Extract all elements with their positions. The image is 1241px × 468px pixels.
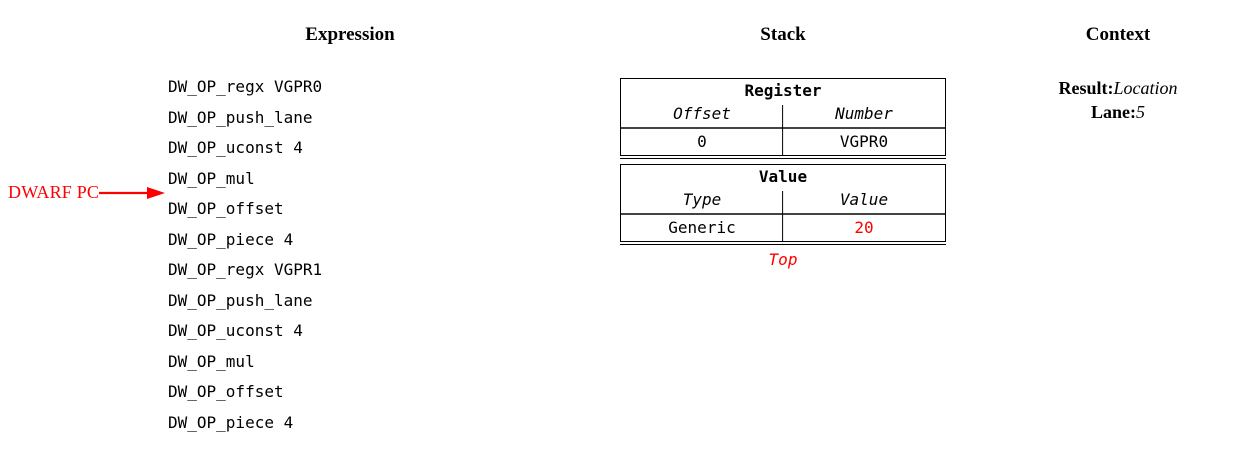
context-list: Result:Location Lane:5 — [1008, 76, 1228, 124]
expression-line: DW_OP_uconst 4 — [168, 138, 303, 158]
stack-frame-register: Register Offset Number 0 VGPR0 — [620, 78, 946, 156]
value-value: 20 — [854, 218, 874, 237]
stack-frame-column-headers: Type Value — [621, 187, 945, 213]
value-type: Generic — [668, 218, 736, 237]
column-heading-stack: Stack — [760, 24, 806, 45]
expression-line: DW_OP_mul — [168, 351, 255, 371]
context-value: Location — [1113, 78, 1178, 98]
context-entry-lane: Lane:5 — [1008, 100, 1228, 124]
expression-line: DW_OP_piece 4 — [168, 229, 294, 249]
stack-top-label: Top — [768, 250, 798, 269]
expression-line: DW_OP_regx VGPR1 — [168, 260, 323, 280]
column-header-type: Type — [682, 190, 722, 209]
expression-opcode-list: DW_OP_regx VGPR0 DW_OP_push_lane DW_OP_u… — [168, 72, 498, 439]
stack-frame-title: Value — [758, 167, 808, 186]
expression-line: DW_OP_mul — [168, 168, 255, 188]
expression-line: DW_OP_offset — [168, 382, 284, 402]
expression-line: DW_OP_regx VGPR0 — [168, 77, 323, 96]
dwarf-pc-marker: DWARF PC — [8, 182, 167, 203]
frame-column-divider — [782, 105, 784, 155]
stack-frame-value: Value Type Value Generic 20 — [620, 164, 946, 242]
stack-frame-separator — [620, 158, 946, 162]
column-heading-expression: Expression — [305, 24, 395, 45]
stack-frame-title: Register — [744, 81, 822, 100]
context-key: Lane: — [1091, 102, 1136, 122]
stack-bottom-rule — [620, 244, 946, 248]
context-entry-result: Result:Location — [1008, 76, 1228, 100]
column-header-number: Number — [835, 104, 893, 123]
value-number: VGPR0 — [839, 132, 889, 151]
expression-line: DW_OP_push_lane — [168, 107, 313, 127]
frame-column-divider — [782, 191, 784, 241]
expression-line: DW_OP_piece 4 — [168, 413, 294, 433]
column-header-offset: Offset — [673, 104, 731, 123]
value-offset: 0 — [697, 132, 707, 151]
context-key: Result: — [1058, 78, 1114, 98]
expression-line: DW_OP_push_lane — [168, 290, 313, 310]
stack-diagram: Register Offset Number 0 VGPR0 Value Typ… — [620, 78, 946, 269]
column-heading-context: Context — [1085, 24, 1151, 45]
column-header-value: Value — [839, 190, 889, 209]
dwarf-pc-label: DWARF PC — [8, 182, 100, 202]
arrow-right-icon — [99, 186, 166, 199]
context-value: 5 — [1136, 102, 1145, 122]
expression-line-current-pc: DW_OP_offset — [168, 199, 284, 219]
stack-frame-column-headers: Offset Number — [621, 101, 945, 127]
expression-line: DW_OP_uconst 4 — [168, 321, 303, 341]
